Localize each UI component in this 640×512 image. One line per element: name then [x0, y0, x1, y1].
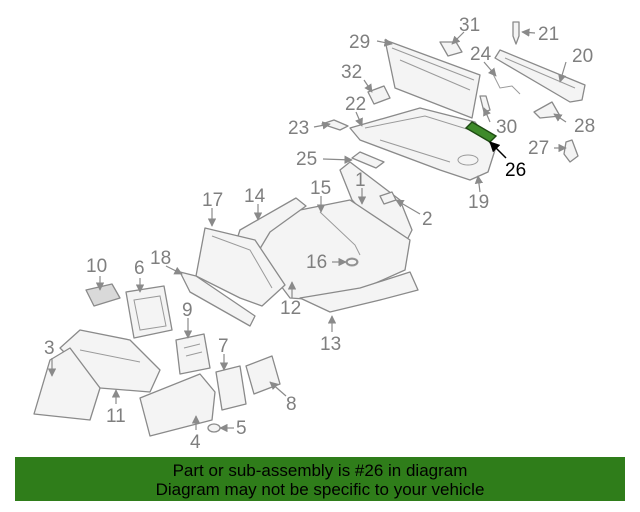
callout-29: 29: [349, 32, 370, 53]
callout-24: 24: [470, 44, 492, 65]
callout-4: 4: [190, 432, 201, 453]
part-29-shelf-panel: [384, 39, 481, 119]
callout-26-highlighted: 26: [505, 160, 526, 181]
part-5-plug: [207, 423, 221, 433]
part-6-panel: [125, 285, 173, 339]
callout-9: 9: [182, 300, 193, 321]
callout-18: 18: [150, 248, 171, 269]
callout-15: 15: [310, 178, 331, 199]
callout-11: 11: [106, 406, 126, 427]
banner-line-disclaimer: Diagram may not be specific to your vehi…: [155, 480, 485, 499]
callout-7: 7: [218, 336, 229, 357]
part-8-tray: [245, 355, 281, 395]
part-27-hinge: [563, 139, 579, 163]
callout-32: 32: [341, 62, 362, 83]
callout-6: 6: [134, 258, 145, 279]
callout-27: 27: [528, 138, 549, 159]
callout-8: 8: [286, 394, 297, 415]
part-9-cover: [175, 333, 211, 375]
part-10-vent: [85, 283, 121, 307]
callout-19: 19: [468, 192, 489, 213]
callout-28: 28: [574, 116, 595, 137]
parts-diagram: 29 31 21 24 20 32 22 23 30 28 27 25 26 1…: [33, 15, 595, 453]
callout-30: 30: [496, 117, 517, 138]
callout-20: 20: [572, 46, 593, 67]
part-21-clip: [512, 21, 520, 45]
callout-5: 5: [236, 418, 247, 439]
banner-line-part: Part or sub-assembly is #26 in diagram: [172, 461, 468, 480]
callout-10: 10: [86, 256, 107, 277]
callout-labels: 29 31 21 24 20 32 22 23 30 28 27 25 26 1…: [44, 15, 595, 453]
callout-31: 31: [459, 15, 480, 36]
callout-25: 25: [296, 149, 317, 170]
callout-14: 14: [244, 186, 266, 207]
callout-3: 3: [44, 338, 55, 359]
part-19-rear-deck: [349, 107, 496, 181]
part-16-grommet: [346, 258, 358, 266]
part-25-trim: [351, 151, 385, 169]
part-13-carpet-edge: [299, 271, 419, 313]
part-18-strip: [179, 271, 256, 327]
callout-22: 22: [345, 94, 366, 115]
callout-17: 17: [202, 190, 223, 211]
callout-12: 12: [280, 298, 301, 319]
part-24-bracket: [491, 71, 521, 95]
callout-13: 13: [320, 334, 341, 355]
part-7-box: [215, 365, 247, 411]
info-banner: Part or sub-assembly is #26 in diagram D…: [15, 457, 625, 501]
callout-2: 2: [422, 209, 433, 230]
part-20-trim-bar: [494, 49, 586, 103]
part-3-side-panel: [33, 347, 101, 421]
callout-21: 21: [538, 24, 559, 45]
callout-16: 16: [306, 252, 327, 273]
callout-1: 1: [355, 170, 366, 191]
part-26-highlighted: [464, 121, 498, 143]
callout-23: 23: [288, 118, 309, 139]
part-31-clip: [439, 41, 463, 57]
part-32-cover: [367, 85, 391, 105]
leader-lines: [47, 28, 567, 433]
